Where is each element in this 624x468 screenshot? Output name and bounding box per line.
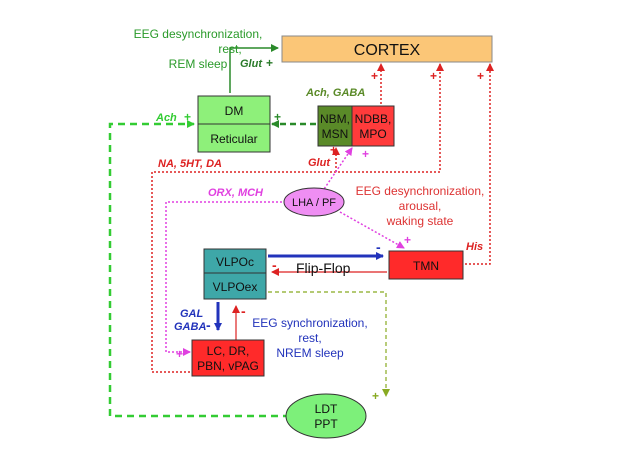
reticular-label: Reticular — [210, 132, 257, 146]
glut-top-plus: + — [266, 56, 273, 70]
dm-reticular-box[interactable]: DM Reticular — [197, 95, 271, 153]
vlpo-to-ldt-arrow — [268, 291, 390, 397]
gaba-label: GABA — [174, 321, 206, 333]
ndbb-mpo-box[interactable]: NDBB, MPO — [351, 105, 395, 147]
lha-label: LHA / PF — [292, 197, 336, 209]
mpo-label: MPO — [359, 127, 386, 141]
ppt-label: PPT — [314, 417, 338, 431]
dm-to-cortex-arrow — [229, 44, 279, 93]
na-5ht-da-label: NA, 5HT, DA — [158, 158, 222, 170]
eeg-mid-line1: EEG desynchronization, — [356, 184, 485, 198]
ldt-label: LDT — [315, 402, 338, 416]
lha-pf-node[interactable]: LHA / PF — [283, 187, 345, 217]
nbm-msn-box[interactable]: NBM, MSN — [317, 105, 353, 147]
vlpoc-label: VLPOc — [216, 255, 254, 269]
orx-ndbb-plus: + — [362, 147, 369, 161]
lc-label-line2: PBN, vPAG — [197, 359, 259, 373]
lc-to-cortex-arrow — [151, 63, 444, 373]
ach-gaba-label: Ach, GABA — [305, 87, 365, 99]
ldt-to-dm-arrow — [108, 120, 290, 418]
eeg-bottom-annotation: EEG synchronization, rest, NREM sleep — [252, 316, 367, 360]
ndbb-label: NDBB, — [355, 112, 392, 126]
lha-lc-plus: + — [176, 347, 183, 361]
cortex-plus-lc: + — [430, 69, 437, 83]
gal-label: GAL — [180, 308, 204, 320]
tmn-to-cortex-arrow — [465, 63, 494, 265]
dm-label: DM — [225, 104, 244, 118]
vlpo-box[interactable]: VLPOc VLPOex — [203, 248, 267, 300]
lha-to-ndbb-arrow — [321, 147, 353, 193]
lha-tmn-plus: + — [404, 233, 411, 247]
flip-flop-label: Flip-Flop — [296, 260, 351, 276]
vlpoex-label: VLPOex — [213, 280, 258, 294]
ach-label: Ach — [155, 112, 177, 124]
lc-dr-box[interactable]: LC, DR, PBN, vPAG — [191, 339, 265, 377]
eeg-bottom-line3: NREM sleep — [276, 346, 344, 360]
lc-vlpo-minus: - — [241, 303, 246, 319]
eeg-bottom-line1: EEG synchronization, — [252, 316, 367, 330]
tmn-label: TMN — [413, 259, 439, 273]
ldt-ppt-node[interactable]: LDT PPT — [285, 393, 367, 439]
eeg-top-line2: rest, — [218, 42, 241, 56]
lc-label-line1: LC, DR, — [207, 344, 250, 358]
eeg-top-line1: EEG desynchronization, — [134, 27, 263, 41]
eeg-mid-line3: waking state — [386, 214, 454, 228]
lha-to-lc-arrow — [165, 201, 286, 356]
nbm-label: NBM, — [320, 112, 350, 126]
eeg-top-annotation: EEG desynchronization, rest, REM sleep — [134, 27, 263, 71]
glut-mid-plus: + — [330, 143, 337, 157]
gaba-minus: - — [206, 317, 211, 333]
eeg-top-line3: REM sleep — [169, 57, 228, 71]
ach-plus: + — [184, 110, 191, 124]
vlpo-ldt-plus: + — [372, 389, 379, 403]
cortex-plus-tmn: + — [477, 69, 484, 83]
glut-top-label: Glut — [240, 58, 263, 70]
cortex-label: CORTEX — [354, 42, 421, 59]
lha-to-tmn-arrow — [339, 211, 405, 249]
his-label: His — [466, 241, 483, 253]
nbm-dm-plus: + — [274, 110, 281, 124]
vlpo-tmn-minus: - — [376, 239, 381, 255]
tmn-box[interactable]: TMN — [388, 250, 464, 280]
glut-mid-label: Glut — [308, 157, 331, 169]
orx-mch-label: ORX, MCH — [208, 187, 264, 199]
tmn-vlpo-minus: - — [272, 257, 277, 273]
cortex-plus-ndbb: + — [371, 69, 378, 83]
msn-label: MSN — [322, 127, 349, 141]
cortex-box[interactable]: CORTEX — [281, 35, 493, 63]
eeg-bottom-line2: rest, — [298, 331, 321, 345]
eeg-mid-line2: arousal, — [399, 199, 442, 213]
eeg-mid-annotation: EEG desynchronization, arousal, waking s… — [356, 184, 485, 228]
